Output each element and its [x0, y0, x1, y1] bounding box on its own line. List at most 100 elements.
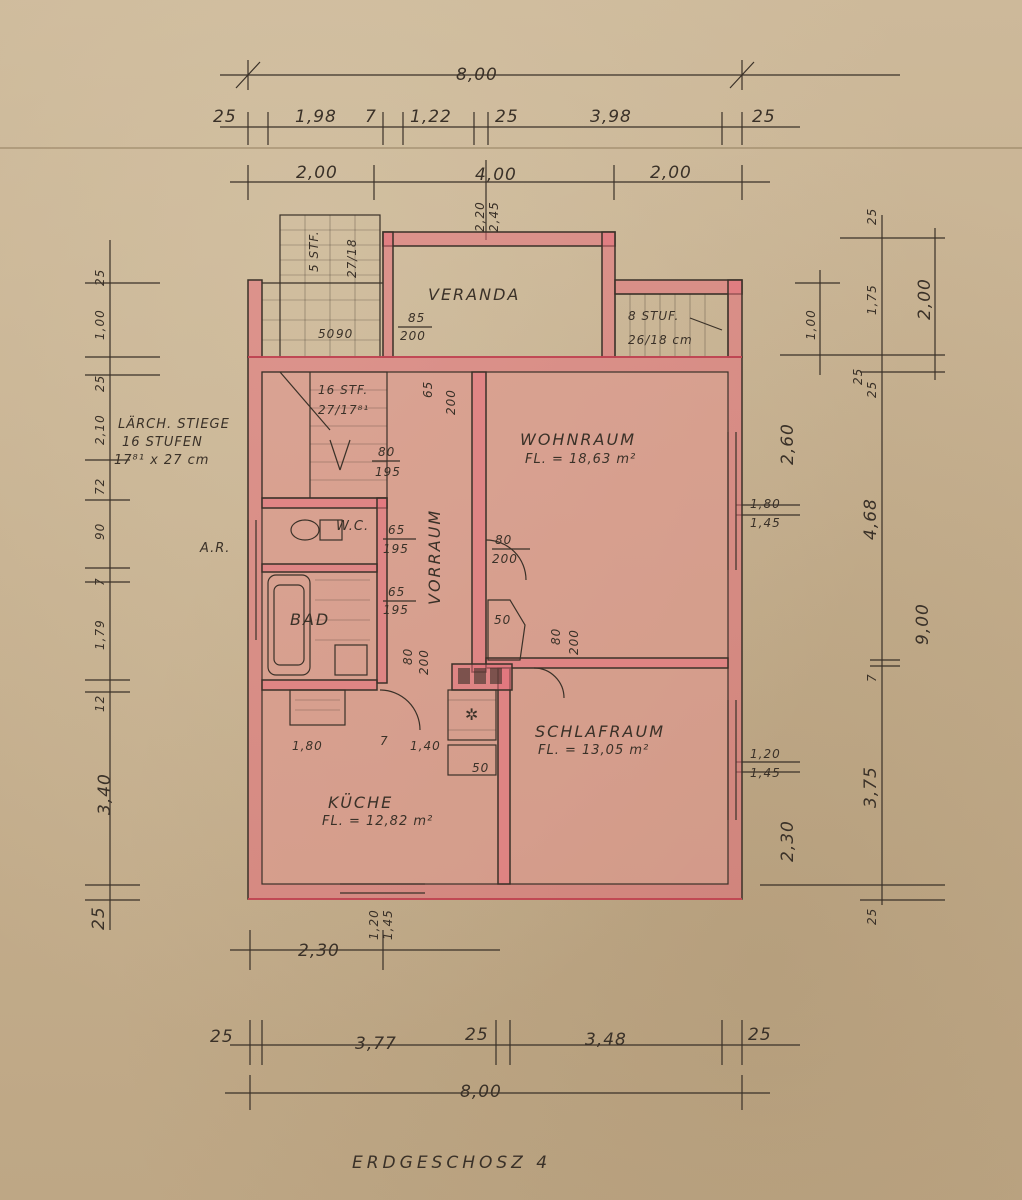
left-dim-k: 25: [89, 906, 109, 930]
dimension-label: 80: [378, 445, 395, 459]
wc-top-wall: [261, 497, 388, 509]
dimension-label: 8 STUF.: [628, 309, 679, 323]
right-dim-p: 25: [865, 908, 879, 925]
right-dimension-labels: 25 1,75 2,00 25 1,00 2,60 1,80 1,45 4,68…: [750, 208, 935, 925]
room-bad: BAD: [290, 610, 330, 629]
dimension-label: 80: [495, 533, 512, 547]
right-dim-e: 1,00: [804, 309, 818, 340]
dimension-label: 65: [388, 585, 405, 599]
dimension-label: 90: [336, 327, 353, 341]
wohnraum-area: FL. = 18,63 m²: [525, 452, 636, 467]
dimension-label: 195: [375, 465, 401, 479]
stairs-top-left: [262, 214, 383, 358]
right-dim-c: 2,00: [915, 278, 935, 320]
dimension-label: 1,80: [292, 739, 323, 753]
dimension-label: 16 STF.: [318, 383, 368, 397]
left-dim-b: 1,00: [93, 309, 107, 340]
top-dim-seg-c: 7: [365, 107, 377, 127]
dimension-label: 80: [549, 628, 563, 645]
top-dim-row3-c: 2,00: [650, 163, 692, 183]
dimension-label: 85: [408, 311, 425, 325]
dimension-label: 27/17⁸¹: [318, 403, 369, 417]
stair-notes: LÄRCH. STIEGE 16 STUFEN 17⁸¹ x 27 cm 5 S…: [114, 230, 693, 556]
right-dim-q: 25: [851, 368, 865, 385]
right-dim-h: 1,45: [750, 516, 781, 530]
dimension-label: 195: [383, 542, 409, 556]
left-dim-d: 2,10: [93, 414, 107, 445]
top-dim-seg-a: 25: [213, 107, 237, 127]
stair-note-line-2: 16 STUFEN: [122, 435, 203, 450]
veranda-depth-b: 2,45: [487, 201, 501, 232]
bottom-dimension-lines: [225, 930, 800, 1110]
stair-note-line-1: LÄRCH. STIEGE: [118, 416, 230, 432]
interior-floor: [261, 371, 729, 885]
right-dim-g: 1,80: [750, 497, 781, 511]
top-dim-seg-g: 25: [752, 107, 776, 127]
dimension-label: 7: [380, 734, 389, 748]
walls: [247, 231, 743, 900]
kueche-area: FL. = 12,82 m²: [322, 814, 433, 829]
top-dim-seg-e: 25: [495, 107, 519, 127]
right-dim-m: 1,45: [750, 766, 781, 780]
top-dimension-labels: 8,00 25 1,98 7 1,22 25 3,98 25 2,00 4,00…: [213, 65, 776, 232]
kitchen-fixtures: ✲: [289, 689, 497, 776]
right-dim-d: 25: [865, 381, 879, 398]
dimension-label: 50: [494, 613, 511, 627]
paper-fold-line: [0, 147, 1022, 149]
left-dim-a: 25: [93, 269, 107, 286]
veranda-depth-a: 2,20: [473, 201, 487, 232]
dimension-label: 5 STF.: [307, 230, 321, 272]
left-dim-g: 7: [93, 577, 107, 586]
left-dim-i: 12: [93, 695, 107, 712]
vorraum-right-wall: [471, 371, 487, 673]
top-dim-row3-a: 2,00: [296, 163, 338, 183]
note-ar: A.R.: [199, 541, 230, 556]
dimension-label: 26/18 cm: [628, 333, 693, 347]
dimension-label: 65: [388, 523, 405, 537]
left-dim-c: 25: [93, 375, 107, 392]
veranda-top-wall: [382, 231, 616, 247]
bedroom-top-wall: [485, 657, 729, 669]
top-dim-seg-d: 1,22: [410, 107, 452, 127]
right-dim-l: 1,20: [750, 747, 781, 761]
room-kueche: KÜCHE: [328, 793, 393, 812]
dimension-label: 1,40: [410, 739, 441, 753]
door-arcs: [379, 539, 565, 731]
bottom-overall-dim: 8,00: [460, 1082, 502, 1102]
right-dim-j: 9,00: [913, 603, 933, 645]
bottom-dim-seg-d: 3,48: [585, 1030, 627, 1050]
stair-note-line-3: 17⁸¹ x 27 cm: [114, 453, 209, 468]
bottom-dim-win-b: 1,45: [381, 909, 395, 940]
dimension-label: 50: [318, 327, 335, 341]
right-dim-f: 2,60: [778, 423, 798, 465]
outer-wall: [247, 356, 743, 900]
bottom-dim-seg-a: 25: [210, 1027, 234, 1047]
dimension-label: 200: [492, 552, 518, 566]
right-dim-b: 1,75: [865, 284, 879, 315]
right-dim-k: 7: [865, 673, 879, 682]
red-pencil-marks: [248, 356, 742, 900]
dimension-label: 27/18: [345, 238, 359, 278]
bottom-dim-seg-c: 25: [465, 1025, 489, 1045]
room-veranda: VERANDA: [428, 285, 520, 304]
room-vorraum: VORRAUM: [425, 509, 444, 605]
dimension-label: 200: [567, 629, 581, 655]
chimney-flues: [458, 668, 502, 684]
right-dim-a: 25: [865, 208, 879, 225]
top-dim-row3-b: 4,00: [475, 165, 517, 185]
bath-fixtures: [267, 519, 370, 676]
dimension-label: 80: [401, 648, 415, 665]
right-dim-i: 4,68: [861, 498, 881, 540]
room-wohnraum: WOHNRAUM: [520, 430, 636, 449]
bottom-dim-win-a: 1,20: [367, 909, 381, 940]
dimension-label: 200: [444, 389, 458, 415]
right-dim-o: 2,30: [778, 820, 798, 862]
top-dim-seg-b: 1,98: [295, 107, 337, 127]
stairs-interior: [261, 371, 388, 499]
hall-closet: [487, 599, 526, 661]
right-dim-n: 3,75: [861, 766, 881, 808]
left-dim-e: 72: [93, 478, 107, 495]
dimension-label: ✲: [465, 705, 479, 724]
top-dimension-lines: [220, 60, 900, 240]
